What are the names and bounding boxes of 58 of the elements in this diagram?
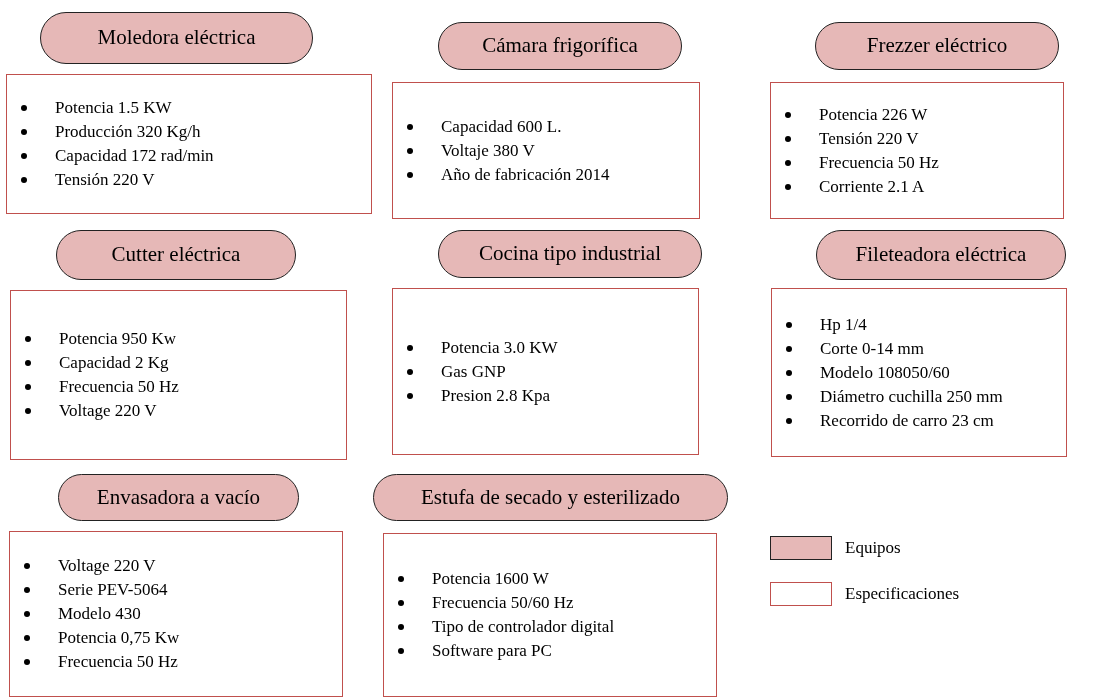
specification-item: Gas GNP	[441, 360, 506, 383]
specification-item: Modelo 430	[58, 603, 141, 625]
equipment-name: Frezzer eléctrico	[866, 32, 1008, 60]
specification-item: Modelo 108050/60	[820, 361, 950, 384]
legend-label: Equipos	[845, 537, 901, 559]
equipment-pill	[373, 474, 728, 521]
equipment-name: Estufa de secado y esterilizado	[421, 483, 680, 511]
specification-item: Año de fabricación 2014	[441, 163, 610, 186]
specification-item: Presion 2.8 Kpa	[441, 384, 551, 407]
specification-item: Frecuencia 50 Hz	[819, 151, 939, 174]
equipment-pill	[58, 474, 299, 521]
legend-label: Especificaciones	[845, 583, 960, 605]
specification-item: Voltaje 380 V	[441, 139, 535, 162]
specification-item: Potencia 1.5 KW	[55, 97, 172, 119]
specification-item: Hp 1/4	[820, 313, 867, 336]
specification-item: Voltage 220 V	[58, 555, 156, 577]
specification-item: Tipo de controlador digital	[432, 616, 615, 638]
specification-item: Tensión 220 V	[819, 127, 919, 150]
specification-item: Software para PC	[432, 640, 552, 662]
equipment-pill	[815, 22, 1059, 70]
specification-box	[383, 533, 717, 697]
specification-item: Capacidad 2 Kg	[59, 352, 169, 374]
specification-box	[10, 290, 347, 460]
equipment-name: Fileteadora eléctrica	[855, 241, 1027, 269]
specification-item: Potencia 1600 W	[432, 568, 549, 590]
specification-item: Potencia 0,75 Kw	[58, 627, 180, 649]
specification-item: Frecuencia 50 Hz	[58, 651, 178, 673]
specification-item: Voltage 220 V	[59, 400, 157, 422]
specification-item: Serie PEV-5064	[58, 579, 168, 601]
specification-item: Potencia 950 Kw	[59, 328, 177, 350]
equipment-pill	[438, 230, 702, 278]
equipment-pill	[438, 22, 682, 70]
equipment-name: Cutter eléctrica	[111, 241, 241, 269]
specification-item: Diámetro cuchilla 250 mm	[820, 385, 1003, 408]
equipment-name: Cocina tipo industrial	[479, 240, 661, 268]
specification-box	[392, 82, 700, 219]
specification-item: Potencia 226 W	[819, 103, 928, 126]
specification-item: Tensión 220 V	[55, 169, 155, 191]
specification-item: Frecuencia 50/60 Hz	[432, 592, 574, 614]
specification-item: Capacidad 600 L.	[441, 115, 562, 138]
specification-box	[6, 74, 372, 214]
equipment-pill	[40, 12, 313, 64]
equipment-name: Moledora eléctrica	[97, 24, 256, 52]
specification-item: Capacidad 172 rad/min	[55, 145, 214, 167]
specification-item: Recorrido de carro 23 cm	[820, 409, 994, 432]
specification-box	[9, 531, 343, 697]
specification-item: Producción 320 Kg/h	[55, 121, 201, 143]
equipment-name: Cámara frigorífica	[482, 32, 638, 60]
specification-item: Potencia 3.0 KW	[441, 336, 558, 359]
equipment-name: Envasadora a vacío	[96, 483, 261, 511]
specification-box	[771, 288, 1067, 457]
equipment-pill	[816, 230, 1066, 280]
specification-box	[770, 82, 1064, 219]
specification-box	[392, 288, 699, 455]
specification-item: Corte 0-14 mm	[820, 337, 924, 360]
specification-item: Corriente 2.1 A	[819, 175, 925, 198]
specification-item: Frecuencia 50 Hz	[59, 376, 179, 398]
equipment-pill	[56, 230, 296, 280]
